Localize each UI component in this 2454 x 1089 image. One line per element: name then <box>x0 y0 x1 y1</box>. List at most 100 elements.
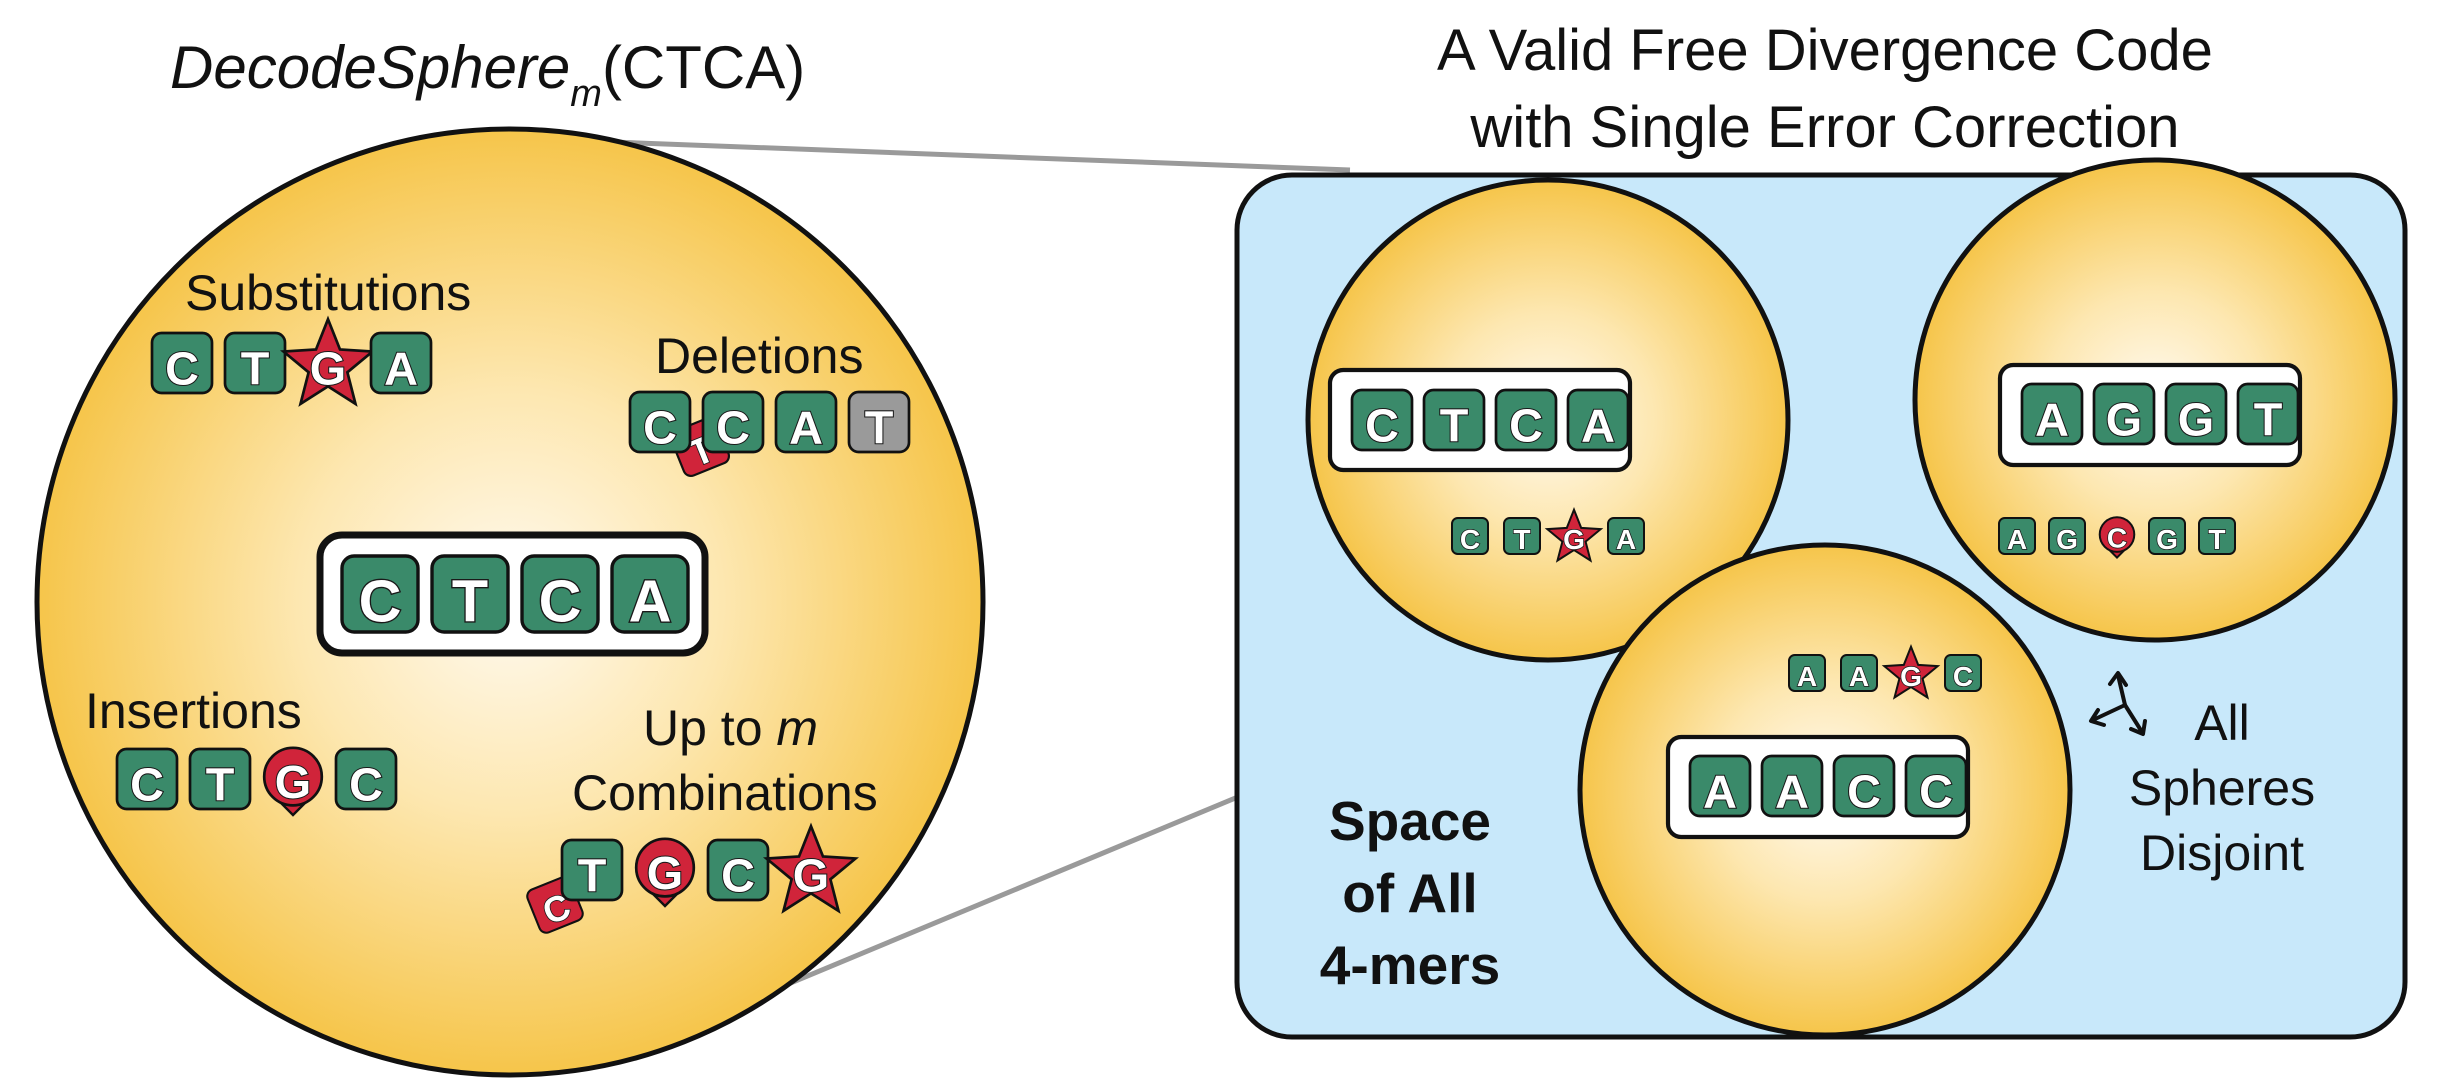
base-letter: C <box>1953 661 1973 692</box>
base-tile <box>1688 754 1752 818</box>
base-tile <box>2148 517 2186 555</box>
combinations-label-line1: Up to m <box>643 700 818 756</box>
substitution-star-marker <box>1544 506 1604 563</box>
substituted-base-letter: G <box>1563 524 1585 555</box>
base-tile <box>701 390 765 454</box>
base-letter: T <box>578 850 607 902</box>
base-letter: A <box>1616 524 1636 555</box>
base-letter: C <box>1460 524 1480 555</box>
padding-base-tile <box>847 390 911 454</box>
insertion-circle-marker <box>262 746 324 807</box>
inserted-base-letter: C <box>2107 523 2127 554</box>
base-letter: C <box>721 850 755 902</box>
base-letter: C <box>1847 766 1881 818</box>
right-panel-title-line1: A Valid Free Divergence Code <box>1437 18 2213 83</box>
disjoint-arrows-icon <box>2089 671 2147 736</box>
base-tile <box>1904 754 1968 818</box>
base-letter: T <box>2254 394 2283 446</box>
base-letter: T <box>2208 524 2225 555</box>
base-tile <box>188 747 252 811</box>
base-letter: C <box>130 759 164 811</box>
base-tile <box>1607 517 1645 555</box>
deletions-label: Deletions <box>655 328 863 384</box>
base-tile <box>2048 517 2086 555</box>
base-tile <box>774 390 838 454</box>
left-panel-title: DecodeSpherem(CTCA) <box>170 34 805 115</box>
base-letter: A <box>1775 766 1809 818</box>
base-tile <box>628 390 692 454</box>
base-letter: C <box>165 343 199 395</box>
base-tile <box>1832 754 1896 818</box>
title-subscript: m <box>570 73 602 115</box>
base-tile <box>1350 388 1414 452</box>
base-letter: A <box>1797 661 1817 692</box>
base-tile <box>2092 382 2156 446</box>
insertions-label: Insertions <box>85 683 302 739</box>
disjoint-label-line3: Disjoint <box>2140 825 2304 881</box>
base-letter: T <box>1513 524 1530 555</box>
base-letter: A <box>629 567 672 634</box>
base-letter: G <box>2178 394 2214 446</box>
base-tile <box>1494 388 1558 452</box>
base-letter: T <box>206 759 235 811</box>
base-letter: T <box>865 402 894 454</box>
base-tile <box>1840 654 1878 692</box>
combinations-variable: m <box>776 700 818 756</box>
base-letter: A <box>2035 394 2069 446</box>
base-tile <box>610 554 690 634</box>
base-tile <box>150 331 214 395</box>
substituted-base-letter: G <box>793 850 829 902</box>
right-panel-title-line2: with Single Error Correction <box>1469 95 2179 160</box>
base-tile <box>223 331 287 395</box>
base-tile <box>1422 388 1486 452</box>
title-argument: (CTCA) <box>602 34 805 101</box>
base-letter: T <box>452 567 488 634</box>
base-tile <box>1566 388 1630 452</box>
base-letter: A <box>789 402 823 454</box>
disjoint-label-line1: All <box>2194 695 2250 751</box>
inserted-base-letter: G <box>275 756 311 808</box>
substitution-star-marker <box>280 315 376 407</box>
base-tile <box>369 331 433 395</box>
base-letter: C <box>539 567 582 634</box>
base-tile <box>706 838 770 902</box>
base-letter: T <box>1440 400 1469 452</box>
base-letter: C <box>1365 400 1399 452</box>
insertion-circle-marker <box>2098 516 2136 553</box>
base-letter: G <box>2156 524 2178 555</box>
base-tile <box>1788 654 1826 692</box>
base-tile <box>2164 382 2228 446</box>
base-tile <box>334 747 398 811</box>
space-label-line2: of All <box>1342 862 1477 924</box>
title-function-name: DecodeSphere <box>170 34 570 101</box>
substitutions-label: Substitutions <box>185 265 471 321</box>
substituted-base-letter: G <box>310 343 346 395</box>
base-tile <box>1503 517 1541 555</box>
base-letter: A <box>1849 661 1869 692</box>
space-label-line3: 4-mers <box>1320 934 1500 996</box>
base-letter: G <box>2056 524 2078 555</box>
base-tile <box>115 747 179 811</box>
base-letter: C <box>643 402 677 454</box>
base-tile <box>340 554 420 634</box>
base-tile <box>560 838 624 902</box>
base-tile <box>1451 517 1489 555</box>
insertion-circle-marker <box>634 837 696 898</box>
combinations-label-line2: Combinations <box>572 765 878 821</box>
base-tile <box>1760 754 1824 818</box>
base-letter: A <box>1703 766 1737 818</box>
base-letter: C <box>359 567 402 634</box>
base-letter: C <box>349 759 383 811</box>
base-letter: C <box>1919 766 1953 818</box>
disjoint-label-line2: Spheres <box>2129 760 2315 816</box>
base-letter: T <box>241 343 270 395</box>
base-tile <box>520 554 600 634</box>
base-tile <box>2198 517 2236 555</box>
base-letter: A <box>1581 400 1615 452</box>
combinations-prefix: Up to <box>643 700 776 756</box>
base-letter: A <box>384 343 418 395</box>
base-tile <box>2236 382 2300 446</box>
